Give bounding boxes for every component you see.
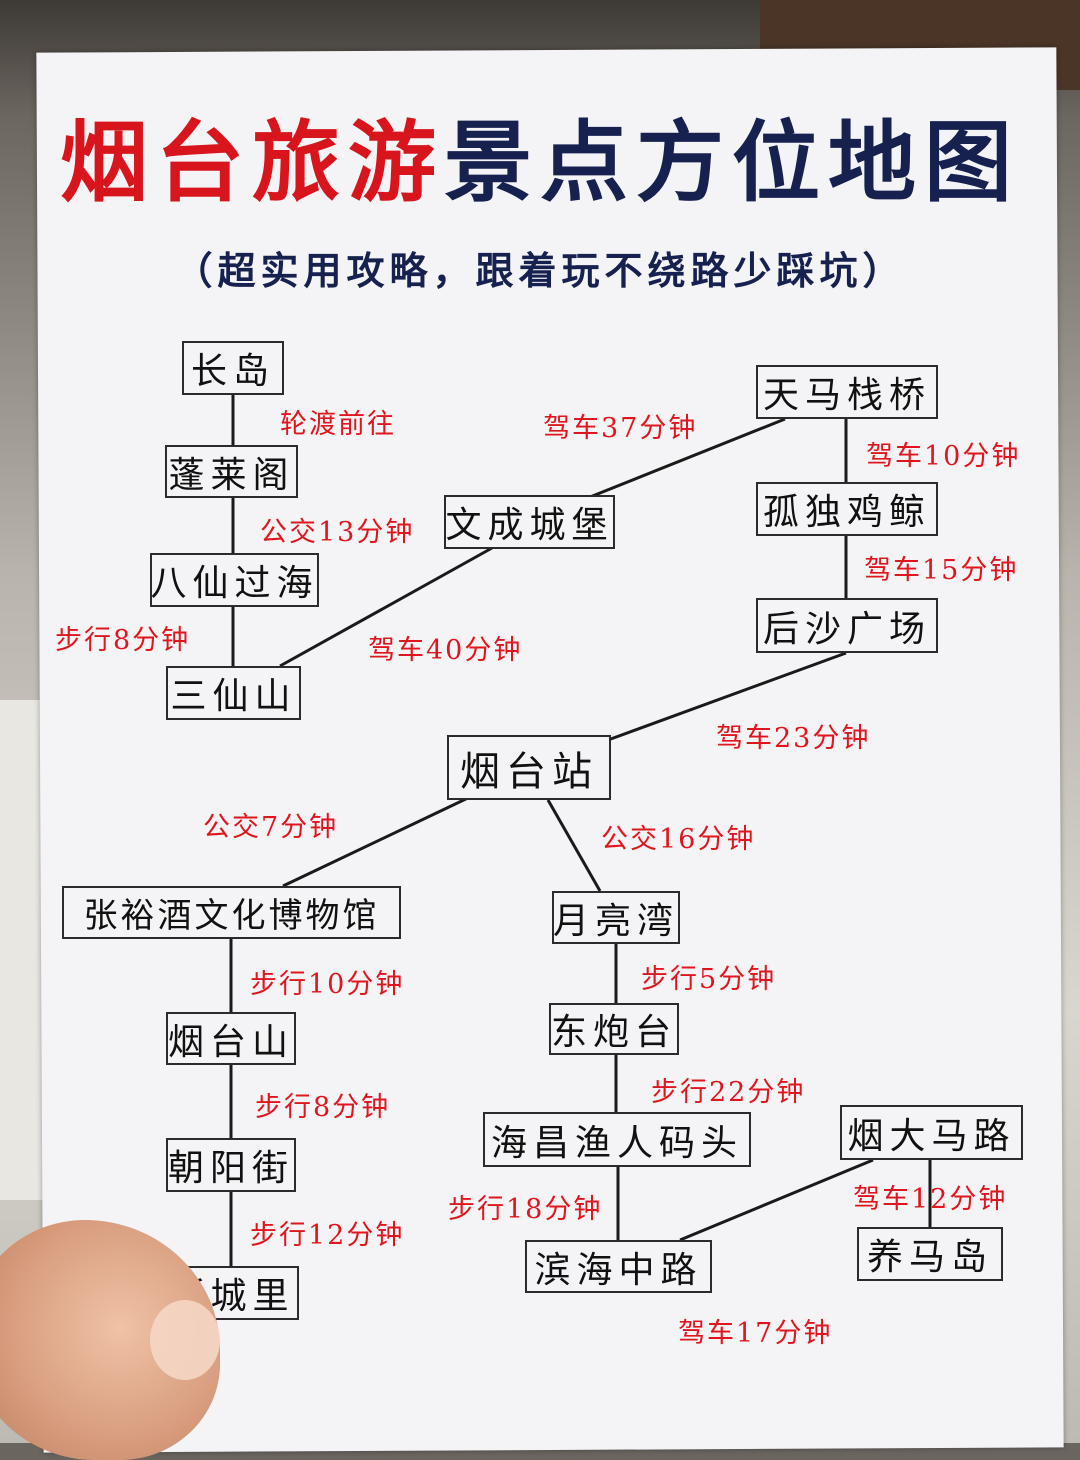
edge-label: 驾车15分钟 [864,555,1019,586]
edge-label: 步行5分钟 [641,964,777,995]
node-penglaige: 蓬莱阁 [165,445,298,498]
title-navy-part: 景点方位地图 [444,110,1021,214]
edge-label: 驾车37分钟 [543,413,698,444]
edge-label: 驾车17分钟 [678,1318,833,1349]
line-wencheng-tianma [589,417,786,499]
edge-label: 步行10分钟 [250,969,405,1000]
edge-label: 公交7分钟 [203,812,339,843]
node-wenchengchengbao: 文成城堡 [444,495,615,549]
node-chaoyangjie: 朝阳街 [166,1138,296,1192]
thumb-nail [150,1300,220,1380]
line-housha-yantaizhan [607,651,847,742]
node-yandamalu: 烟大马路 [840,1105,1023,1160]
node-haichang: 海昌渔人码头 [483,1112,751,1167]
node-dongpaotai: 东炮台 [549,1003,679,1055]
edge-label: 驾车40分钟 [368,635,523,666]
page-subtitle: （超实用攻略，跟着玩不绕路少踩坑） [174,248,906,293]
node-yantaishan: 烟台山 [166,1012,296,1065]
line-binhai-yanda [679,1158,874,1242]
edge-label: 步行22分钟 [651,1077,806,1108]
edge-label: 轮渡前往 [280,409,396,440]
line-yantaizhan-yueliang [546,799,602,892]
edge-label: 步行18分钟 [448,1194,603,1225]
title-red-part: 烟台旅游 [59,110,444,214]
page-title: 烟台旅游景点方位地图 [0,92,1080,219]
node-yantaizhan: 烟台站 [447,735,611,800]
node-zhangyujiu: 张裕酒文化博物馆 [62,886,401,939]
edge-label: 步行12分钟 [250,1220,405,1251]
line-sanxian-wencheng [279,546,493,668]
line-yantaizhan-zhangyu [282,795,471,888]
node-changdao: 长岛 [182,341,284,395]
node-yueliangwan: 月亮湾 [552,891,680,944]
node-binhaizhonglu: 滨海中路 [525,1240,712,1293]
node-gududuhuangjing: 孤独鸡鲸 [756,482,938,536]
edge-label: 步行8分钟 [55,625,191,656]
edge-label: 公交16分钟 [601,824,756,855]
node-sanxianshan: 三仙山 [166,666,301,720]
edge-label: 驾车12分钟 [853,1184,1008,1215]
edge-label: 步行8分钟 [255,1092,391,1123]
node-houshaguangchang: 后沙广场 [756,598,938,653]
node-tianmazhanqiao: 天马栈桥 [756,365,938,419]
edge-label: 公交13分钟 [260,517,415,548]
edge-label: 驾车23分钟 [716,723,871,754]
node-yangmadao: 养马岛 [857,1227,1003,1281]
node-baxianguohai: 八仙过海 [150,553,319,607]
edge-label: 驾车10分钟 [866,441,1021,472]
